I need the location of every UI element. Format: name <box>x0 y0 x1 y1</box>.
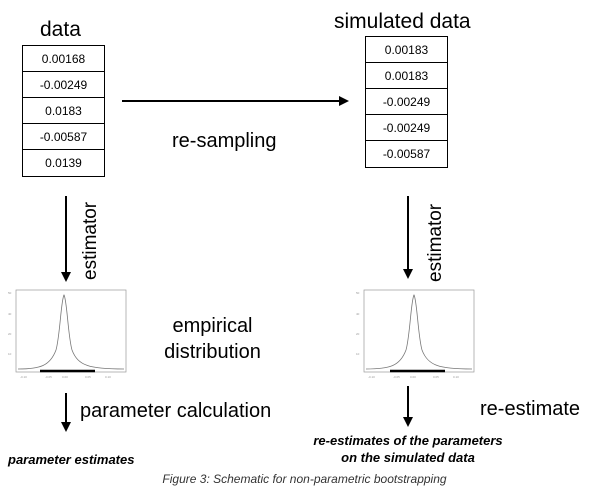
distribution-label: distribution <box>164 341 261 363</box>
right-distribution-plot: -0.10 -0.05 0.00 0.05 0.10 50 40 20 10 <box>356 289 475 379</box>
simulated-data-title: simulated data <box>334 10 471 33</box>
svg-text:10: 10 <box>356 352 360 356</box>
data-title: data <box>40 18 81 41</box>
svg-text:0.05: 0.05 <box>85 375 91 379</box>
table-cell: 0.00168 <box>23 46 104 72</box>
table-cell: -0.00249 <box>23 72 104 98</box>
table-cell: -0.00249 <box>366 115 447 141</box>
svg-text:50: 50 <box>356 291 360 295</box>
left-estimator-label: estimator <box>80 201 101 280</box>
data-table: 0.00168 -0.00249 0.0183 -0.00587 0.0139 <box>22 45 105 177</box>
empirical-distribution-label: empirical distribution <box>150 313 275 365</box>
svg-text:10: 10 <box>8 352 12 356</box>
svg-text:0.10: 0.10 <box>453 375 459 379</box>
table-cell: -0.00587 <box>382 147 431 161</box>
re-estimates-line-2: on the simulated data <box>341 450 475 465</box>
resampling-label: re-sampling <box>172 130 277 152</box>
table-cell: 0.00183 <box>366 37 447 63</box>
right-estimator-label: estimator <box>425 203 446 282</box>
svg-text:0.00: 0.00 <box>62 375 68 379</box>
parameter-calculation-label: parameter calculation <box>80 400 272 422</box>
svg-text:-0.10: -0.10 <box>368 375 375 379</box>
svg-text:40: 40 <box>8 312 12 316</box>
left-distribution-plot: -0.10 -0.05 0.00 0.05 0.10 50 40 20 10 <box>8 289 127 379</box>
svg-text:20: 20 <box>8 332 12 336</box>
svg-text:0.10: 0.10 <box>105 375 111 379</box>
svg-text:40: 40 <box>356 312 360 316</box>
svg-text:20: 20 <box>356 332 360 336</box>
re-estimates-label: re-estimates of the parameters on the si… <box>288 432 528 466</box>
svg-text:-0.05: -0.05 <box>393 375 400 379</box>
svg-text:0.00: 0.00 <box>410 375 416 379</box>
empirical-label: empirical <box>172 315 253 337</box>
figure-caption: Figure 3: Schematic for non-parametric b… <box>162 472 447 486</box>
svg-text:-0.05: -0.05 <box>45 375 52 379</box>
re-estimates-line-1: re-estimates of the parameters <box>313 433 503 448</box>
table-cell: -0.00587 <box>23 124 104 150</box>
re-estimate-label: re-estimate <box>480 398 581 420</box>
parameter-estimates-label: parameter estimates <box>8 452 135 467</box>
table-cell: 0.0139 <box>45 156 82 170</box>
table-cell: 0.0183 <box>23 98 104 124</box>
table-cell: 0.00183 <box>366 63 447 89</box>
svg-text:50: 50 <box>8 291 12 295</box>
simulated-data-table: 0.00183 0.00183 -0.00249 -0.00249 -0.005… <box>365 36 448 168</box>
svg-text:-0.10: -0.10 <box>20 375 27 379</box>
svg-text:0.05: 0.05 <box>433 375 439 379</box>
table-cell: -0.00249 <box>366 89 447 115</box>
